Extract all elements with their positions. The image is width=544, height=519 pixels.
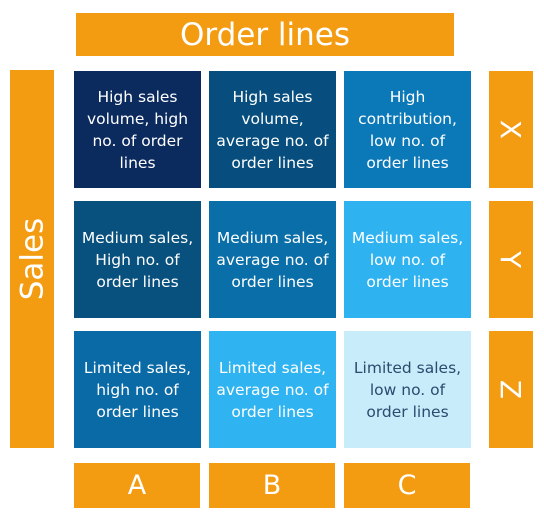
matrix-cell-az-label: Limited sales, high no. of order lines [83,358,192,421]
matrix-cell-bx: High sales volume, average no. of order … [209,71,336,188]
row-label-y: Y [489,201,533,318]
column-label-b-text: B [262,470,282,501]
matrix-cell-ay-label: Medium sales, High no. of order lines [81,228,194,291]
matrix-cell-ay: Medium sales, High no. of order lines [74,201,201,318]
order-lines-title: Order lines [179,16,351,53]
matrix-cell-by-label: Medium sales, average no. of order lines [216,228,329,291]
column-label-c-text: C [397,470,417,501]
order-lines-header: Order lines [76,13,454,56]
matrix-cell-bz-label: Limited sales, average no. of order line… [216,358,329,421]
sales-axis-bar: Sales [10,70,54,448]
row-label-x-text: X [494,119,528,140]
matrix-cell-by: Medium sales, average no. of order lines [209,201,336,318]
column-label-b: B [209,463,335,508]
matrix-cell-cy: Medium sales, low no. of order lines [344,201,471,318]
matrix-cell-cz-label: Limited sales, low no. of order lines [353,358,462,421]
matrix-cell-ax: High sales volume, high no. of order lin… [74,71,201,188]
column-label-c: C [344,463,470,508]
matrix-cell-cx-label: High contribution, low no. of order line… [358,87,457,172]
sales-title: Sales [14,217,51,301]
row-label-z-text: Z [494,379,528,400]
column-label-a: A [74,463,200,508]
matrix-cell-ax-label: High sales volume, high no. of order lin… [86,87,189,172]
column-label-a-text: A [127,470,147,501]
row-label-x: X [489,71,533,188]
matrix-cell-cz: Limited sales, low no. of order lines [344,331,471,448]
matrix-cell-bx-label: High sales volume, average no. of order … [216,87,329,172]
matrix-cell-bz: Limited sales, average no. of order line… [209,331,336,448]
row-label-z: Z [489,331,533,448]
matrix-cell-cx: High contribution, low no. of order line… [344,71,471,188]
matrix-cell-cy-label: Medium sales, low no. of order lines [351,228,464,291]
row-label-y-text: Y [494,250,528,269]
matrix-cell-az: Limited sales, high no. of order lines [74,331,201,448]
